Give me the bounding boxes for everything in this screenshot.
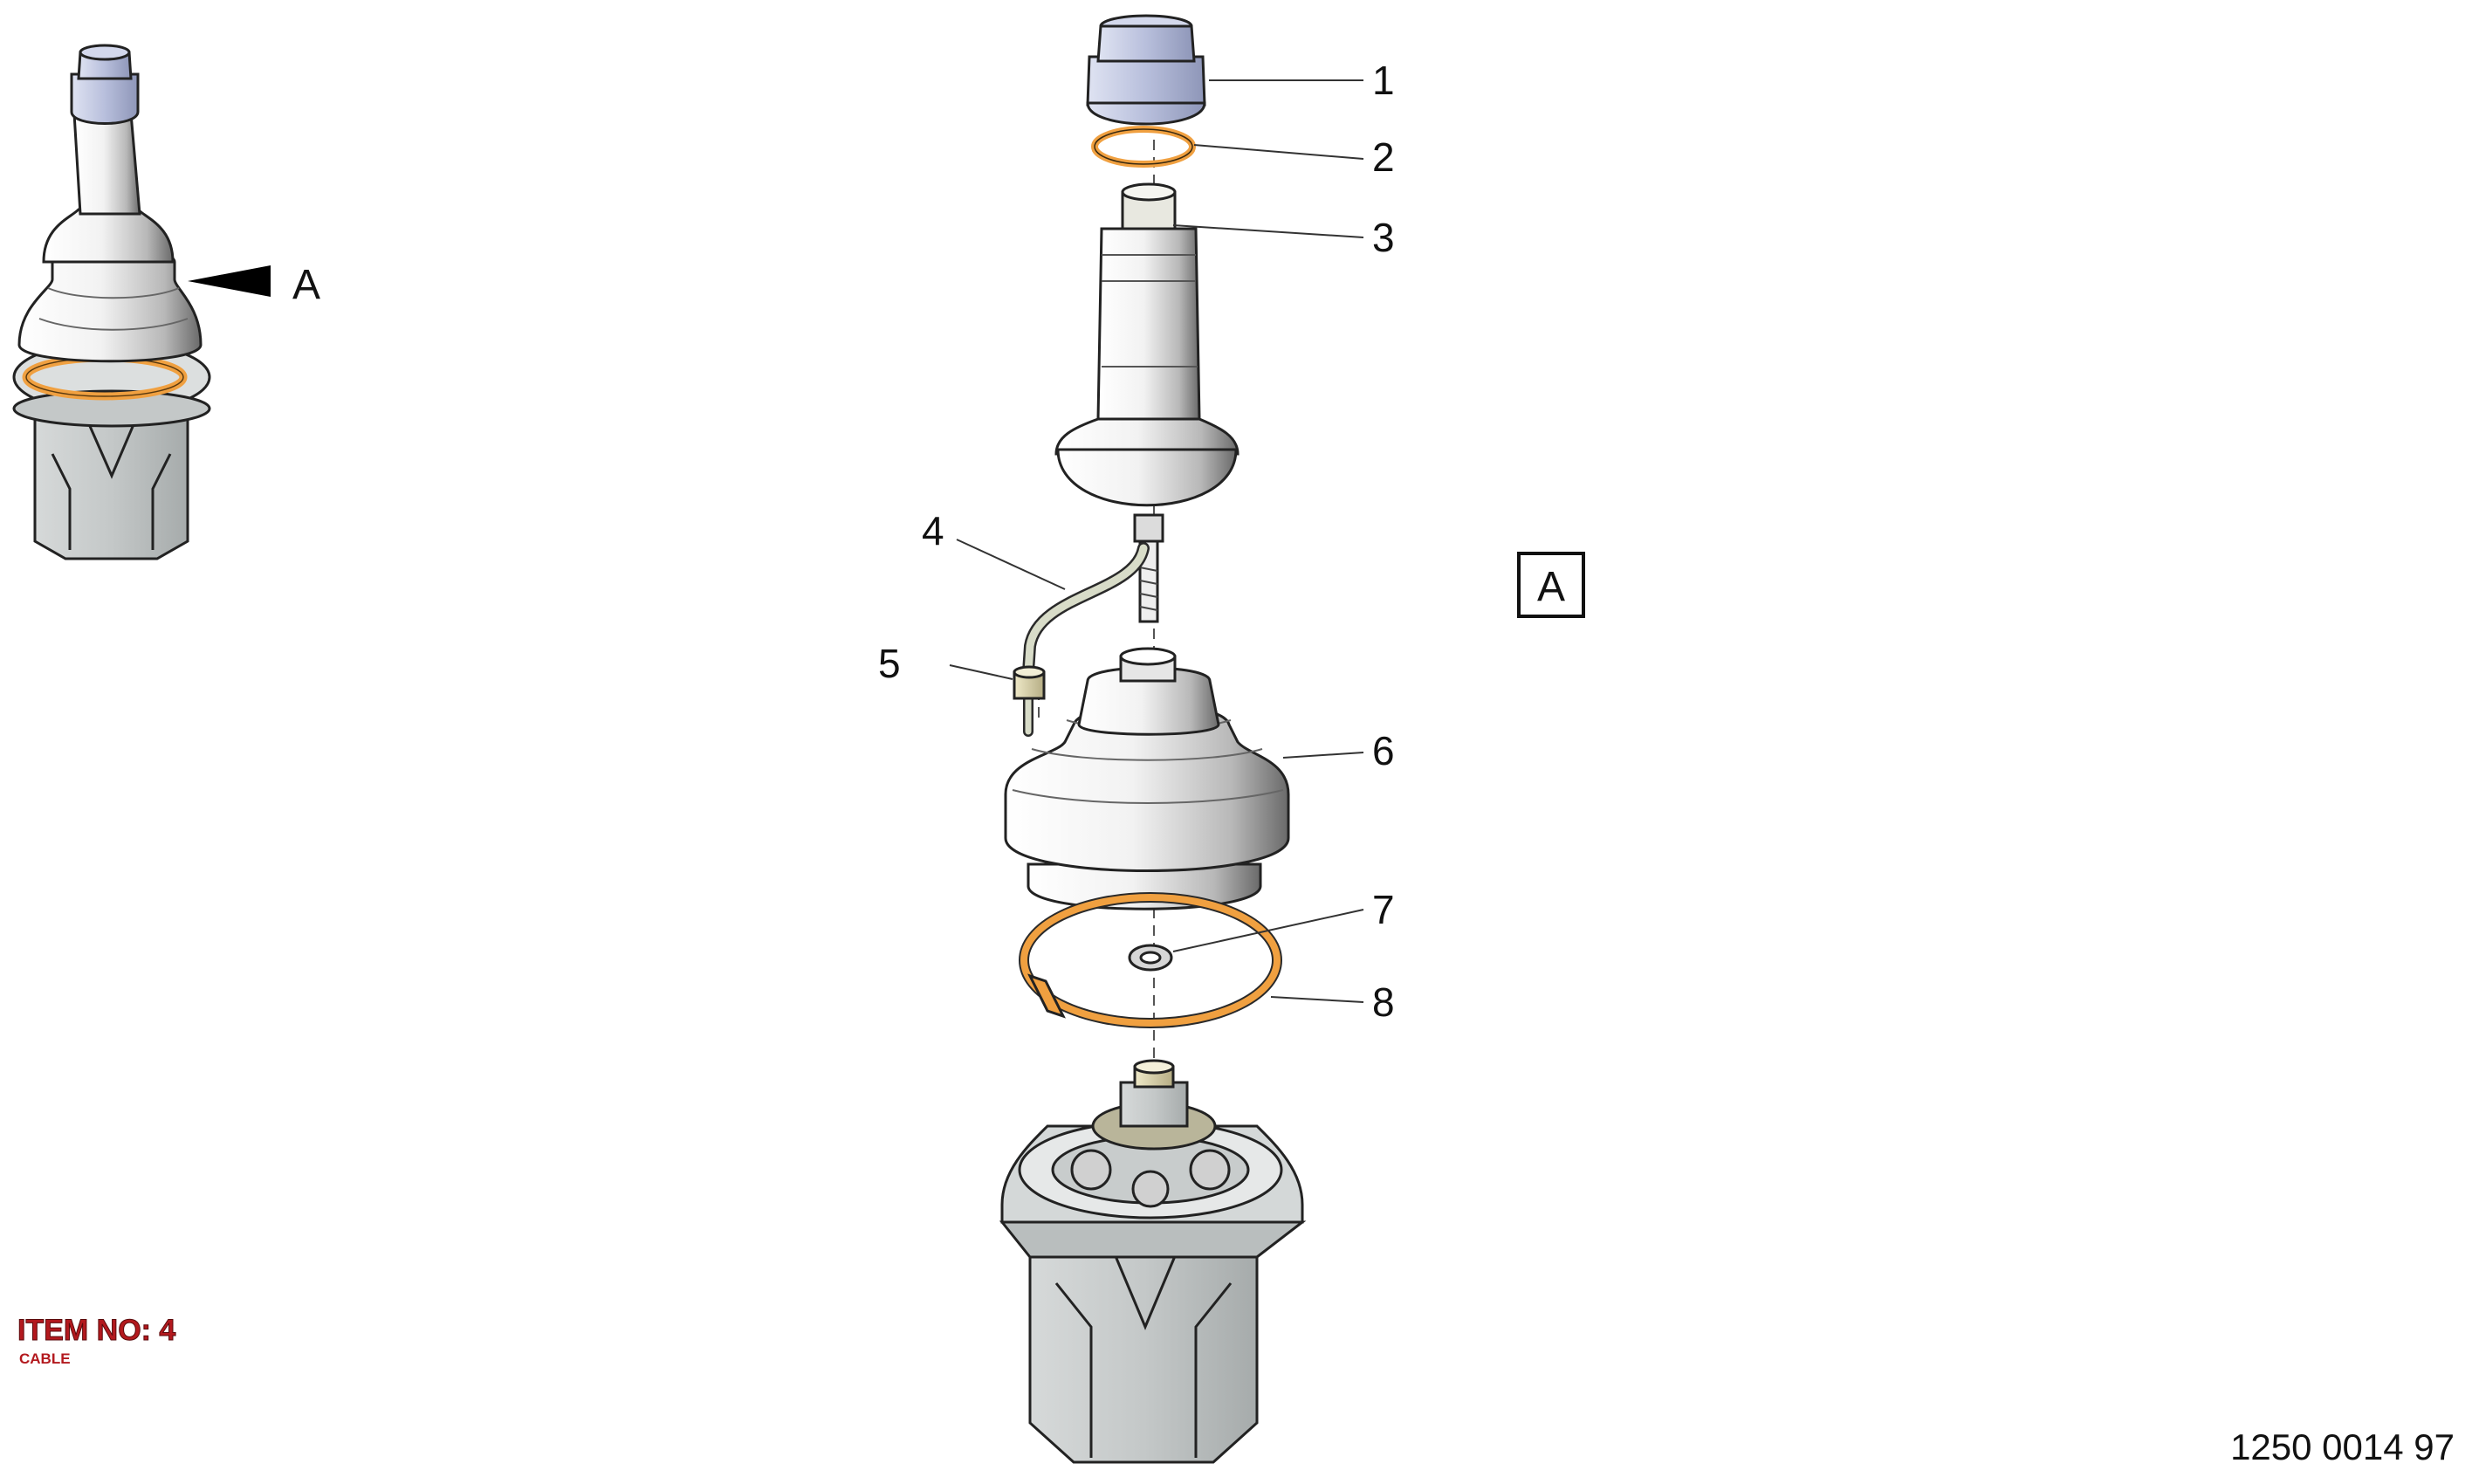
part-6-boot xyxy=(1004,647,1290,910)
part-3-handle xyxy=(1054,182,1240,623)
joystick-base-housing xyxy=(999,1059,1307,1464)
view-label-box: A xyxy=(1517,552,1585,618)
callout-6: 6 xyxy=(1372,728,1395,773)
part-7-washer xyxy=(1128,944,1173,972)
callout-7: 7 xyxy=(1372,887,1395,932)
part-1-knob xyxy=(1086,14,1206,126)
view-label-text: A xyxy=(1537,564,1565,610)
item-note-subtitle: CABLE xyxy=(19,1350,71,1367)
callout-4: 4 xyxy=(922,508,944,553)
detail-pointer-arrow-icon xyxy=(188,265,271,297)
callout-8: 8 xyxy=(1372,979,1395,1025)
callout-5: 5 xyxy=(878,641,901,686)
assembled-joystick-view xyxy=(12,44,211,560)
callout-2: 2 xyxy=(1372,134,1395,180)
document-number: 1250 0014 97 xyxy=(2230,1426,2455,1467)
callout-1: 1 xyxy=(1372,58,1395,103)
part-2-o-ring xyxy=(1091,126,1196,168)
part-5-cable-end xyxy=(1013,665,1046,700)
part-4-cable xyxy=(1022,542,1150,737)
callout-3: 3 xyxy=(1372,215,1395,260)
detail-pointer-label: A xyxy=(292,262,320,308)
part-8-clamp-band xyxy=(1019,892,1282,1028)
item-note-title: ITEM NO: 4 xyxy=(17,1314,175,1347)
